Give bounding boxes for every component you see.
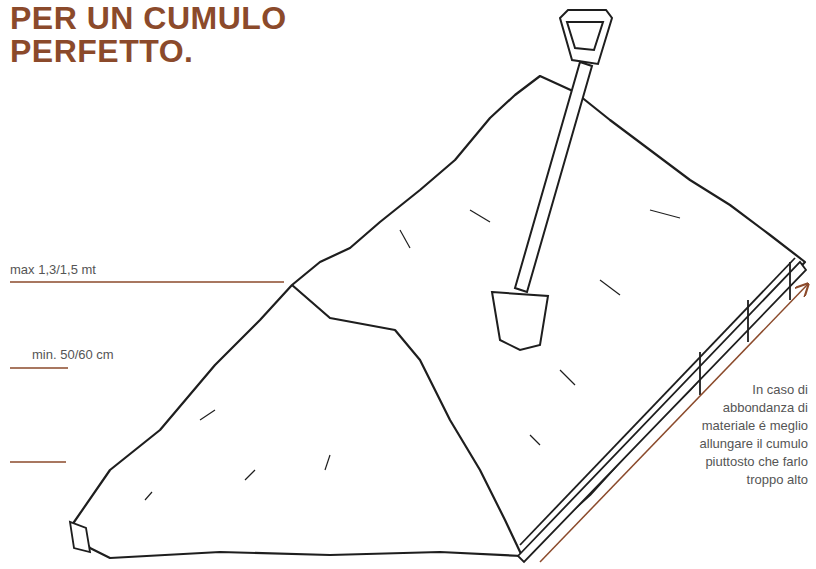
height-max-label: max 1,3/1,5 mt bbox=[10, 261, 210, 279]
height-min-label: min. 50/60 cm bbox=[32, 346, 182, 364]
note-text: In caso di abbondanza di materiale é meg… bbox=[686, 381, 808, 489]
fence bbox=[70, 258, 806, 562]
shovel bbox=[492, 10, 612, 350]
pile bbox=[72, 76, 805, 558]
length-arrow bbox=[540, 284, 808, 562]
title: PER UN CUMULO PERFETTO. bbox=[10, 2, 295, 68]
